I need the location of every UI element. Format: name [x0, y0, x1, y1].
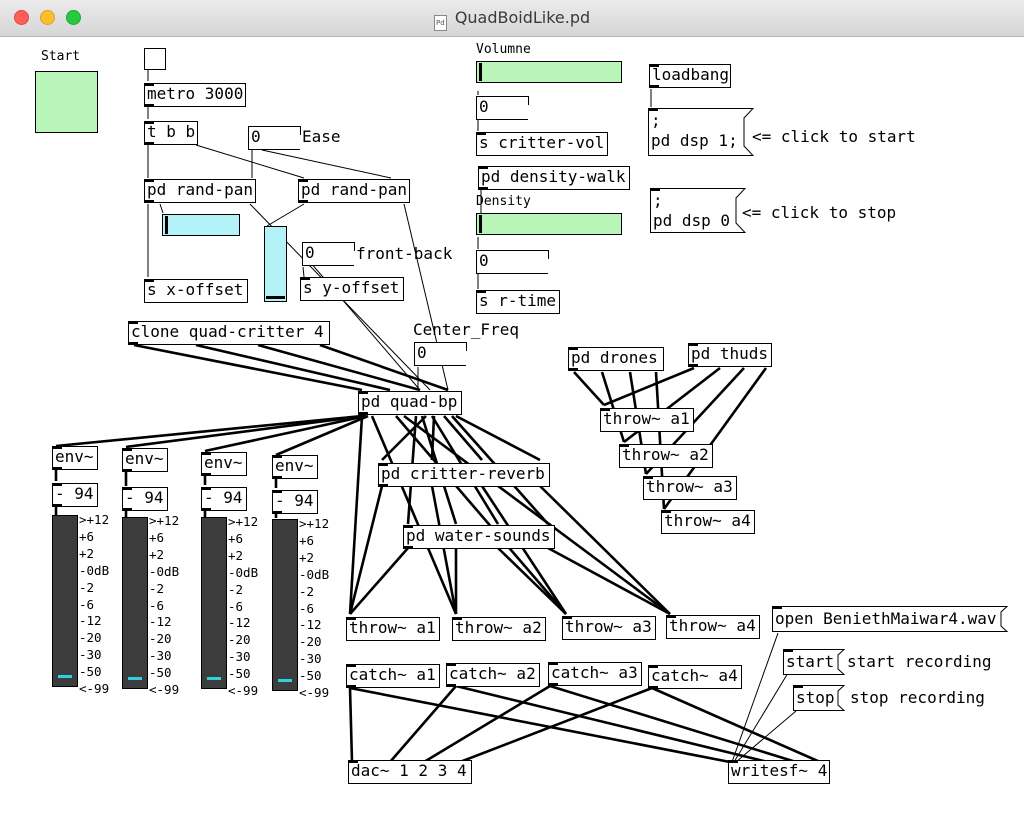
- catch-a1[interactable]: catch~ a1: [346, 664, 440, 688]
- start-recording-label: start recording: [847, 652, 992, 671]
- throw-bottom-a2[interactable]: throw~ a2: [452, 617, 546, 641]
- density-slider[interactable]: [476, 213, 622, 235]
- throw-bottom-a3[interactable]: throw~ a3: [562, 616, 656, 640]
- density-label: Density: [476, 194, 531, 209]
- env-object-3[interactable]: env~: [201, 452, 247, 476]
- trigger-object[interactable]: t b b: [144, 121, 198, 145]
- water-sounds-object[interactable]: pd water-sounds: [403, 525, 555, 549]
- vu-scale-1: >+12 +6 +2 -0dB -2 -6 -12 -20 -30 -50 <-…: [79, 512, 110, 697]
- env-object-2[interactable]: env~: [122, 448, 168, 472]
- x-pan-slider[interactable]: [162, 214, 240, 236]
- dac-object[interactable]: dac~ 1 2 3 4: [348, 760, 472, 784]
- vu-meter-3: [201, 517, 227, 689]
- density-value: 0: [479, 251, 489, 270]
- center-freq-number-box[interactable]: 0: [414, 342, 467, 366]
- thuds-object[interactable]: pd thuds: [688, 343, 772, 367]
- ease-value: 0: [251, 127, 261, 146]
- loadbang-object[interactable]: loadbang: [649, 64, 731, 88]
- env-object-1[interactable]: env~: [52, 446, 98, 470]
- metro-object[interactable]: metro 3000: [144, 83, 246, 107]
- click-to-start-label: <= click to start: [752, 127, 916, 146]
- metro-bang[interactable]: [144, 48, 166, 70]
- minus-94-object-1[interactable]: - 94: [52, 483, 98, 507]
- front-back-number-box[interactable]: 0: [302, 242, 355, 266]
- catch-a3[interactable]: catch~ a3: [548, 662, 642, 686]
- window-title-text: QuadBoidLike.pd: [454, 8, 591, 27]
- dsp-on-message-text: ; pd dsp 1;: [651, 111, 738, 150]
- vu-meter-4: [272, 519, 298, 691]
- start-toggle[interactable]: [35, 71, 98, 133]
- throw-right-a2[interactable]: throw~ a2: [619, 444, 713, 468]
- volume-number-box[interactable]: 0: [476, 96, 529, 120]
- close-window-button[interactable]: [14, 10, 29, 25]
- catch-a2[interactable]: catch~ a2: [446, 663, 540, 687]
- volume-slider[interactable]: [476, 61, 622, 83]
- window-title: Pd QuadBoidLike.pd: [0, 8, 1024, 31]
- throw-bottom-a1[interactable]: throw~ a1: [346, 617, 440, 641]
- writesf-object[interactable]: writesf~ 4: [728, 760, 830, 784]
- clone-object[interactable]: clone quad-critter 4: [128, 321, 330, 345]
- ease-label: Ease: [302, 127, 341, 146]
- volume-label: Volumne: [476, 42, 531, 57]
- throw-right-a3[interactable]: throw~ a3: [643, 476, 737, 500]
- vu-scale-3: >+12 +6 +2 -0dB -2 -6 -12 -20 -30 -50 <-…: [228, 514, 259, 699]
- start-record-message-text: start: [786, 652, 835, 671]
- center-freq-label: Center_Freq: [413, 320, 519, 339]
- density-number-box[interactable]: 0: [476, 250, 549, 274]
- send-critter-vol-object[interactable]: s critter-vol: [476, 132, 608, 156]
- volume-value: 0: [479, 97, 489, 116]
- throw-right-a1[interactable]: throw~ a1: [600, 408, 694, 432]
- rand-pan-object-2[interactable]: pd rand-pan: [298, 179, 410, 203]
- front-back-label: front-back: [356, 244, 453, 263]
- vu-scale-2: >+12 +6 +2 -0dB -2 -6 -12 -20 -30 -50 <-…: [149, 513, 180, 698]
- send-y-offset-object[interactable]: s y-offset: [300, 277, 404, 301]
- critter-reverb-object[interactable]: pd critter-reverb: [378, 463, 550, 487]
- minus-94-object-4[interactable]: - 94: [272, 490, 318, 514]
- env-object-4[interactable]: env~: [272, 455, 318, 479]
- dsp-off-message-text: ; pd dsp 0: [653, 191, 731, 230]
- throw-bottom-a4[interactable]: throw~ a4: [666, 615, 760, 639]
- send-r-time-object[interactable]: s r-time: [476, 290, 560, 314]
- catch-a4[interactable]: catch~ a4: [648, 665, 742, 689]
- drones-object[interactable]: pd drones: [568, 347, 664, 371]
- quad-bp-object[interactable]: pd quad-bp: [358, 391, 462, 415]
- y-pan-slider[interactable]: [264, 226, 287, 302]
- density-walk-object[interactable]: pd density-walk: [478, 166, 630, 190]
- minimize-window-button[interactable]: [40, 10, 55, 25]
- center-freq-value: 0: [417, 343, 427, 362]
- stop-record-message-text: stop: [796, 688, 835, 707]
- click-to-stop-label: <= click to stop: [742, 203, 897, 222]
- rand-pan-object-1[interactable]: pd rand-pan: [144, 179, 256, 203]
- vu-scale-4: >+12 +6 +2 -0dB -2 -6 -12 -20 -30 -50 <-…: [299, 516, 330, 701]
- zoom-window-button[interactable]: [66, 10, 81, 25]
- patch-canvas[interactable]: Start metro 3000 t b b 0 Ease pd rand-pa…: [0, 37, 1024, 818]
- send-x-offset-object[interactable]: s x-offset: [144, 279, 248, 303]
- stop-recording-label: stop recording: [850, 688, 985, 707]
- start-label: Start: [41, 49, 81, 64]
- vu-meter-1: [52, 515, 78, 687]
- minus-94-object-2[interactable]: - 94: [122, 487, 168, 511]
- document-icon: Pd: [433, 15, 447, 31]
- vu-meter-2: [122, 517, 148, 689]
- front-back-value: 0: [305, 243, 315, 262]
- minus-94-object-3[interactable]: - 94: [201, 487, 247, 511]
- open-file-message-text: open BeniethMaiwar4.wav: [775, 609, 997, 628]
- throw-right-a4[interactable]: throw~ a4: [661, 510, 755, 534]
- title-bar: Pd QuadBoidLike.pd: [0, 0, 1024, 37]
- ease-number-box[interactable]: 0: [248, 126, 301, 150]
